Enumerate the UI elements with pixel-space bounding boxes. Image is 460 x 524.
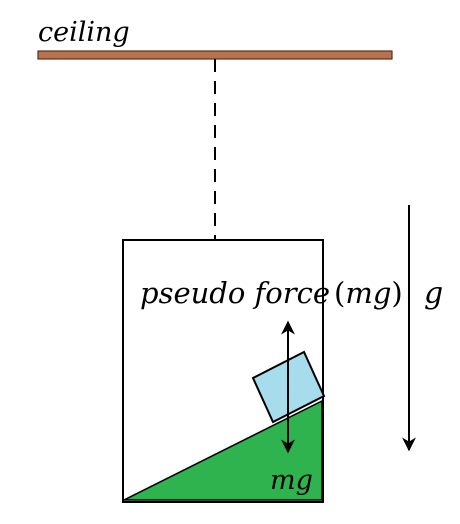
- ceiling-label: ceiling: [38, 17, 130, 48]
- ceiling-bar: [37, 50, 393, 60]
- weight-label: mg: [270, 465, 313, 496]
- gravity-label: g: [424, 276, 443, 311]
- incline-wedge: [123, 399, 323, 501]
- pseudo-force-label: pseudo force(mg): [140, 276, 403, 310]
